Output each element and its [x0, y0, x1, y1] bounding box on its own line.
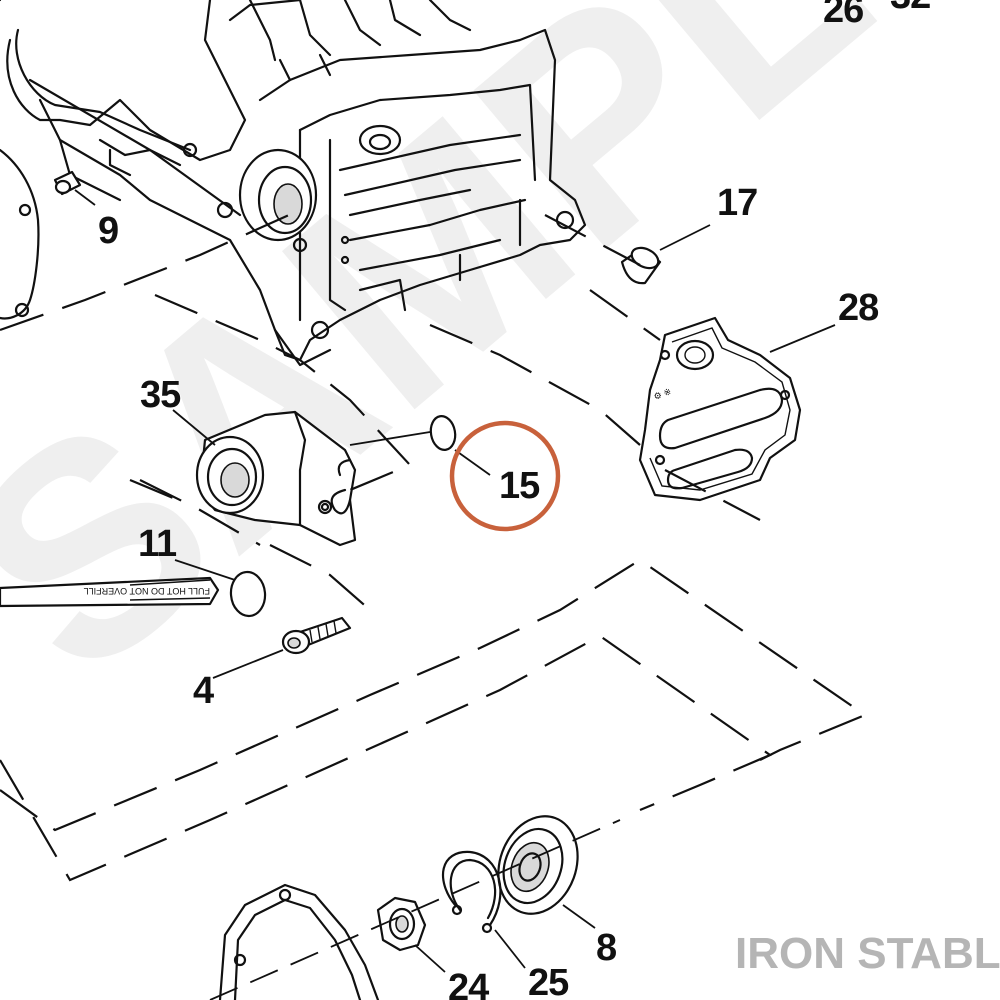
callout-32: 32	[890, 0, 930, 17]
sample-watermark: SAMPLE	[0, 0, 1000, 739]
callout-17: 17	[717, 182, 757, 224]
part-8-bearing	[497, 815, 579, 915]
callout-28: 28	[838, 287, 878, 329]
watermark-text: SAMPLE	[0, 0, 1000, 739]
callout-4: 4	[193, 670, 214, 712]
dipstick-text: FULL HOT DO NOT OVERFILL	[84, 586, 210, 596]
callout-9: 9	[98, 210, 118, 252]
part-28-gasket: ⚙ ※	[638, 316, 802, 502]
part-9-dowel	[53, 170, 82, 196]
callout-8: 8	[596, 927, 616, 969]
callout-11: 11	[138, 523, 177, 565]
transmission-case	[0, 0, 587, 367]
shaft-centerline	[209, 819, 621, 1000]
part-25-snap-ring	[441, 850, 502, 934]
part-4-bolt	[281, 616, 352, 655]
part-11-dipstick: FULL HOT DO NOT OVERFILL	[0, 570, 267, 618]
part-15-o-ring	[429, 415, 457, 451]
left-gasket	[0, 148, 40, 320]
callout-15: 15	[499, 465, 540, 507]
part-35-filler-housing	[195, 410, 357, 547]
callout-24: 24	[448, 967, 489, 1000]
assembly-lines	[0, 208, 868, 882]
callout-26: 26	[823, 0, 863, 31]
callout-labels: 26 32 9 17 28 35 15 11 4 8 24 25	[98, 0, 931, 1000]
callout-25: 25	[528, 962, 569, 1000]
brand-logo-text: IRON STABLE	[735, 929, 1000, 978]
callout-35: 35	[140, 374, 181, 416]
leader-lines	[74, 189, 836, 973]
cover-gasket	[218, 883, 380, 1000]
highlight-circle-15	[449, 420, 561, 532]
